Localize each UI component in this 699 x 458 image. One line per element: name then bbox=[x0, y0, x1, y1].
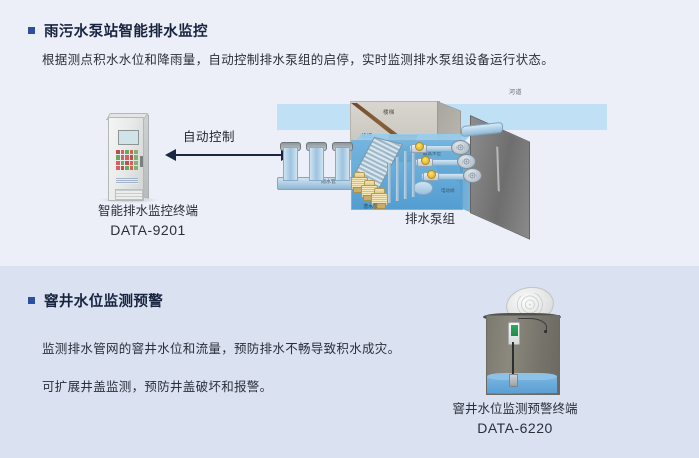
pumpset-caption-name: 排水泵组 bbox=[404, 212, 455, 226]
section-pump-station-monitoring: 雨污水泵站智能排水监控 根据测点积水水位和降雨量，自动控制排水泵组的启停，实时监… bbox=[0, 0, 699, 266]
section2-heading: 窨井水位监测预警 bbox=[44, 294, 164, 310]
cabinet-front-panel bbox=[108, 117, 144, 201]
riser-pipe-stack bbox=[385, 145, 429, 203]
pipe-flange-2 bbox=[457, 154, 476, 169]
well-caption-name: 窨井水位监测预警终端 bbox=[452, 402, 578, 416]
section1-heading-row: 雨污水泵站智能排水监控 bbox=[28, 20, 208, 41]
inlet-pipe-label: 雨水管 bbox=[321, 179, 337, 185]
antenna-tip-icon bbox=[544, 330, 547, 333]
valve-handwheel-icon bbox=[427, 170, 436, 179]
valve-manifold bbox=[405, 139, 482, 189]
pipe-flange-1 bbox=[451, 140, 470, 155]
section-well-level-monitoring bbox=[0, 266, 699, 458]
motorized-valve-2 bbox=[417, 155, 433, 167]
well-water-level bbox=[487, 373, 557, 393]
well-terminal-caption: 窨井水位监测预警终端 DATA-6220 bbox=[420, 400, 610, 438]
motorized-valve-1 bbox=[411, 141, 427, 153]
manhole-riser-3 bbox=[335, 147, 350, 181]
submersible-pump-label: 潜水泵 bbox=[363, 204, 379, 210]
level-monitor-device bbox=[508, 322, 520, 345]
control-cabinet-illustration bbox=[105, 113, 149, 201]
terminal-caption: 智能排水监控终端 DATA-9201 bbox=[52, 202, 244, 240]
cabinet-indicator-lamps bbox=[116, 150, 138, 170]
section2-paragraph-2: 可扩展井盖监测，预防井盖破坏和报警。 bbox=[42, 380, 273, 394]
section2-heading-row: 窨井水位监测预警 bbox=[28, 290, 163, 311]
valve-handwheel-icon bbox=[415, 142, 424, 151]
section1-paragraph: 根据测点积水水位和降雨量，自动控制排水泵组的启停，实时监测排水泵组设备运行状态。 bbox=[42, 53, 555, 67]
arrow-head-left-icon bbox=[165, 149, 176, 161]
pump-station-illustration: 河道 楼梯 格栅 雨水管 最高水位 bbox=[265, 85, 699, 240]
terminal-caption-name: 智能排水监控终端 bbox=[97, 204, 198, 218]
cabinet-door-handle bbox=[140, 156, 143, 167]
pump-base bbox=[373, 203, 386, 209]
stairs-label: 楼梯 bbox=[383, 110, 395, 116]
valve-handwheel-icon bbox=[421, 156, 430, 165]
bullet-square-icon bbox=[28, 297, 35, 304]
auto-control-arrow-label: 自动控制 bbox=[183, 130, 236, 144]
manhole-riser-1 bbox=[283, 147, 298, 181]
manhole-well-illustration bbox=[480, 283, 572, 395]
pumpset-caption: 排水泵组 bbox=[370, 210, 490, 228]
device-display-screen bbox=[510, 325, 518, 336]
section2-paragraph-1: 监测排水管网的窨井水位和流量，预防排水不畅导致积水成灾。 bbox=[42, 342, 401, 356]
pipe-flange-3 bbox=[463, 168, 482, 183]
sensor-cable bbox=[512, 342, 514, 379]
valve-label: 电动阀 bbox=[441, 188, 455, 193]
well-caption-model: DATA-6220 bbox=[477, 420, 553, 437]
cabinet-nameplate bbox=[116, 178, 138, 184]
motorized-valve-3 bbox=[423, 169, 439, 181]
bullet-square-icon bbox=[28, 27, 35, 34]
water-level-label: 最高水位 bbox=[423, 151, 441, 156]
section1-heading: 雨污水泵站智能排水监控 bbox=[44, 24, 208, 40]
manhole-riser-2 bbox=[309, 147, 324, 181]
submersible-pump-3 bbox=[371, 188, 388, 209]
level-sensor-probe bbox=[509, 374, 518, 387]
cabinet-display-screen bbox=[118, 130, 139, 145]
terminal-caption-model: DATA-9201 bbox=[110, 222, 186, 239]
auto-control-arrow-line bbox=[175, 154, 281, 156]
antenna-wire bbox=[518, 318, 547, 333]
cabinet-vent-grille bbox=[115, 189, 143, 200]
river-label: 河道 bbox=[509, 90, 523, 96]
